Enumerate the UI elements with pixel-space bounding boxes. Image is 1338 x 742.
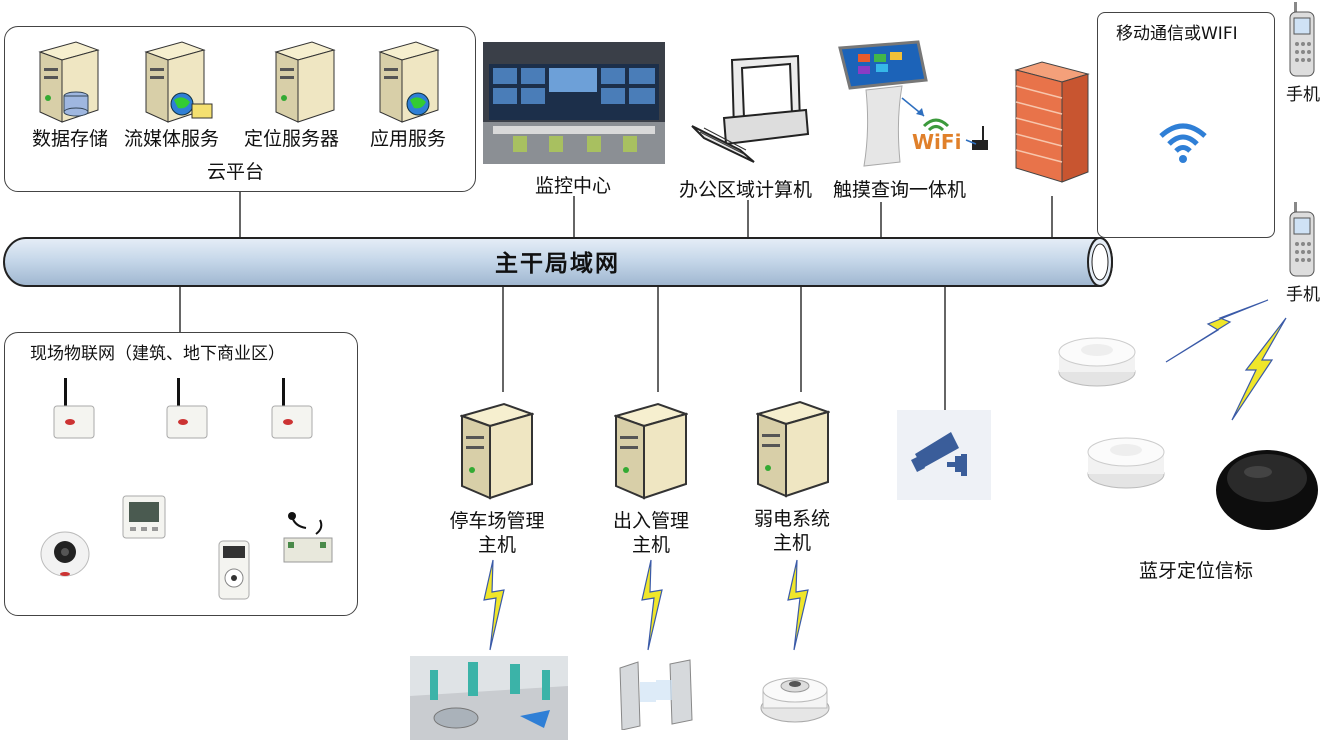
wifi-router-icon: WiFi bbox=[910, 112, 990, 158]
wifi-icon bbox=[1157, 118, 1209, 170]
gateway-icon bbox=[165, 378, 209, 444]
parking-host-server-icon bbox=[458, 400, 536, 504]
beacon-icon bbox=[1084, 430, 1168, 500]
server-label-media: 流媒体服务 bbox=[124, 128, 220, 150]
web-server-icon bbox=[376, 38, 442, 128]
parking-host-label-2: 主机 bbox=[477, 534, 517, 556]
server-label-app: 应用服务 bbox=[370, 128, 447, 150]
phone-label-2: 手机 bbox=[1286, 285, 1320, 305]
desktop-computer-icon bbox=[688, 54, 812, 170]
parking-lot-image bbox=[410, 656, 568, 740]
server-label-location: 定位服务器 bbox=[244, 128, 340, 150]
backbone-label: 主干局域网 bbox=[495, 251, 620, 277]
iot-title: 现场物联网（建筑、地下商业区） bbox=[30, 344, 285, 364]
wifi-logo: WiFi bbox=[912, 130, 962, 154]
access-host-label-2: 主机 bbox=[631, 534, 671, 556]
elv-host-server-icon bbox=[754, 398, 832, 502]
server-label-storage: 数据存储 bbox=[32, 128, 109, 150]
gateway-icon bbox=[52, 378, 96, 444]
turnstile-gate-image bbox=[614, 658, 704, 731]
elv-host-label-1: 弱电系统 bbox=[753, 508, 831, 530]
gateway-icon bbox=[270, 378, 314, 444]
arrow-icon bbox=[901, 97, 925, 117]
beacon-icon bbox=[1056, 332, 1138, 398]
cloud-platform-title: 云平台 bbox=[207, 161, 265, 183]
database-server-icon bbox=[36, 38, 102, 128]
dome-camera-icon bbox=[40, 530, 90, 586]
kiosk-label: 触摸查询一体机 bbox=[833, 179, 967, 201]
access-host-label-1: 出入管理 bbox=[612, 510, 690, 532]
backbone-pipe bbox=[3, 237, 1113, 287]
beacon-icon bbox=[1214, 440, 1320, 536]
smart-socket-icon bbox=[218, 540, 250, 604]
phone-icon bbox=[1288, 2, 1318, 82]
phone-label-1: 手机 bbox=[1286, 85, 1320, 105]
access-host-server-icon bbox=[612, 400, 690, 504]
office-computer-label: 办公区域计算机 bbox=[679, 179, 813, 201]
server-icon bbox=[272, 38, 338, 128]
mobile-wifi-title: 移动通信或WIFI bbox=[1116, 24, 1238, 44]
firewall-icon bbox=[1012, 60, 1092, 188]
monitoring-center-label: 监控中心 bbox=[535, 175, 612, 197]
elv-host-label-2: 主机 bbox=[772, 532, 812, 554]
parking-host-label-1: 停车场管理 bbox=[449, 510, 545, 532]
sensor-module-icon bbox=[280, 512, 336, 568]
monitoring-room-image bbox=[483, 42, 665, 164]
kiosk-icon bbox=[836, 40, 932, 174]
smoke-detector-image bbox=[756, 660, 834, 732]
beacon-label: 蓝牙定位信标 bbox=[1139, 560, 1254, 582]
media-server-icon bbox=[142, 38, 218, 128]
cctv-camera-icon bbox=[897, 410, 991, 500]
thermostat-icon bbox=[122, 495, 166, 543]
phone-icon bbox=[1288, 202, 1318, 282]
